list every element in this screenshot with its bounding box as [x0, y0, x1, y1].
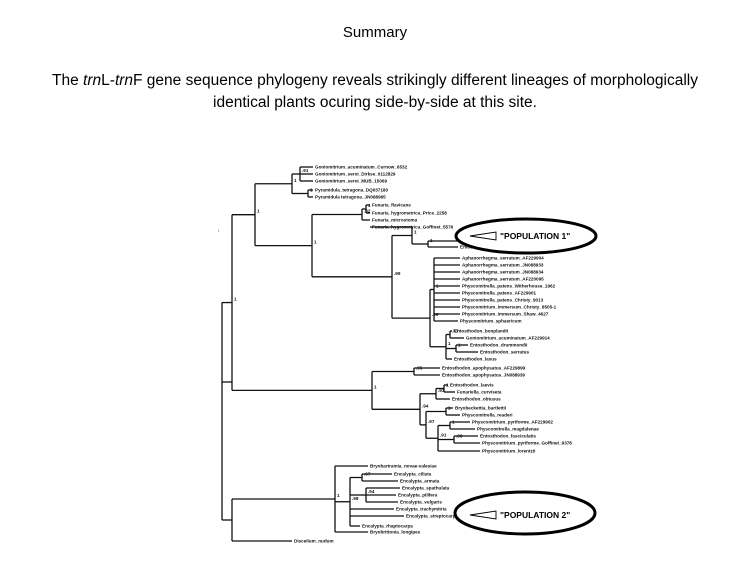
support-value: 1 [294, 178, 297, 183]
support-value: 1 [368, 203, 371, 208]
taxon-label: Funaria_flavicans [372, 203, 411, 208]
summary-part-4: F gene sequence phylogeny reveals striki… [133, 72, 698, 111]
support-value: 1 [414, 230, 417, 235]
support-value: .91 [440, 432, 447, 437]
taxon-label: Physcomitrium_immersum_Shaw_4627 [462, 312, 549, 317]
population-1-marker: "POPULATION 1" [454, 217, 598, 255]
taxon-label: Physcomitrium_pyriforme_Goffinet_9378 [482, 441, 572, 446]
support-value: .57 [452, 329, 459, 334]
taxon-label: Encalypta_ciliata [394, 472, 432, 477]
population-annotations: "POPULATION 1" "POPULATION 2" [453, 217, 598, 536]
taxon-label: Physcomitrella_patens_Christy_9013 [462, 298, 544, 303]
taxon-label: Aphanorrhegma_serratum_JN088933 [462, 263, 544, 268]
taxon-label: Entosthodon_serratus [480, 350, 529, 355]
support-value: .99 [394, 271, 401, 276]
taxon-label: Physcomitrium_immersum_Christy_8505-1 [462, 305, 557, 310]
taxon-label: Entosthodon_laxus [454, 357, 497, 362]
support-value: 1 [337, 493, 340, 498]
taxon-label: Bryobeckettia_bartlettii [455, 406, 506, 411]
taxon-label: Entosthodon_laevis [450, 383, 494, 388]
taxon-label: Goniomitrium_seroi_Dirkse_0112829 [315, 172, 396, 177]
taxon-label: Goniomitrium_seroi_MUB_15069 [315, 179, 387, 184]
taxon-label: Goniomitrium_acuminatum_Curnow_6532 [315, 165, 408, 170]
taxon-label: Goniomitrium_acuminatum_AF229914 [466, 336, 550, 341]
support-value: 1 [374, 384, 377, 389]
population-ellipse [454, 217, 598, 255]
support-value: 1 [436, 284, 439, 289]
taxon-label: Aphanorrhegma_serratum_AF229904 [462, 256, 544, 261]
support-value: .99 [432, 312, 439, 317]
taxon-label: Entosthodon_drummondii [470, 343, 527, 348]
support-value: 1 [310, 188, 313, 193]
taxon-label: Encalypta_streptocarpa [406, 514, 459, 519]
collapsed-clade-triangle [469, 510, 497, 520]
taxon-label: Physcomitrella_readeri [462, 413, 513, 418]
summary-part-2: L- [101, 72, 115, 89]
taxon-label: Physcomitrium_pyriforme_AF229902 [472, 420, 553, 425]
taxon-label: Encalypta_armata [400, 479, 440, 484]
support-value: .67 [364, 472, 371, 477]
taxon-label: Entosthodon_bonplandii [454, 329, 508, 334]
support-value: 1 [448, 406, 451, 411]
taxon-label: Disceilum_nudum [294, 539, 334, 544]
population-label: "POPULATION 2" [500, 510, 570, 520]
support-value: 1 [234, 297, 237, 302]
summary-part-0: The [52, 72, 84, 89]
support-value: 1 [458, 343, 461, 348]
support-value: .54 [368, 489, 375, 494]
taxon-label: Encalypta_pilifera [398, 493, 438, 498]
support-value: .95 [416, 366, 423, 371]
taxon-label: Physcomitrium_sphaericum [460, 319, 522, 324]
taxon-label: Entosthodon_apophysatus_AF229899 [442, 366, 526, 371]
stray-mark: : [218, 228, 220, 233]
collapsed-clade-triangle [469, 231, 497, 241]
taxon-label: Encalypta_rhaptocarpa [362, 524, 413, 529]
taxon-label: Encalypta_trachymitria [396, 507, 447, 512]
taxon-label: Physcomitrella_magdalenae [477, 427, 539, 432]
summary-part-1: trn [83, 72, 102, 89]
taxon-label: Physcomitrella_patens_AF229901 [462, 291, 536, 296]
support-value: 1 [430, 238, 433, 243]
taxon-label: Physcomitrium_lorentzii [482, 449, 535, 454]
taxon-label: Funaria_hygrometrica_Goffinet_5576 [372, 225, 454, 230]
taxon-label: Entosthodon_fasciculatis [480, 434, 536, 439]
support-value: .93 [438, 388, 445, 393]
support-value: .94 [422, 403, 429, 408]
tree-branches [221, 166, 480, 542]
taxon-label: Bryobrittonia_longipes [370, 530, 421, 535]
taxon-label: Funaria_hygrometrica_Price_2258 [372, 211, 447, 216]
taxon-label: Entosthodon_obtusus [452, 397, 501, 402]
population-2-marker: "POPULATION 2" [453, 490, 597, 536]
taxon-label: Bryobartramia_novae-valesiae [370, 464, 437, 469]
taxon-label: Entosthodon_apophysatus_JN088939 [442, 373, 525, 378]
support-value: 1 [446, 383, 449, 388]
support-value: .82 [364, 209, 371, 214]
slide-title: Summary [342, 24, 408, 41]
taxon-label: Funaria_microstoma [372, 218, 418, 223]
support-value: 1 [448, 341, 451, 346]
support-value: 1 [452, 420, 455, 425]
support-value: 1 [314, 240, 317, 245]
summary-text: The trnL-trnF gene sequence phylogeny re… [40, 70, 710, 114]
support-value: .98 [352, 496, 359, 501]
taxon-label: Aphanorrhegma_serratum_JN088934 [462, 270, 544, 275]
taxon-label: Funariella_curviseta [457, 390, 502, 395]
support-value: .97 [428, 419, 435, 424]
support-value: .91 [302, 168, 309, 173]
support-value: 1 [257, 209, 260, 214]
population-label: "POPULATION 1" [500, 231, 570, 241]
taxon-label: Pyramidula tetragona_JN088965 [315, 195, 386, 200]
population-ellipse [453, 490, 597, 536]
support-value: .98 [456, 434, 463, 439]
taxon-label: Encalypta_vulgaris [400, 500, 442, 505]
taxon-label: Encalypta_spathulata [402, 486, 450, 491]
summary-part-3: trn [114, 72, 134, 89]
taxon-label: Physcomitrella_patens_Witherhouse_1962 [462, 284, 556, 289]
taxon-label: Aphanorrhegma_serratum_AF220095 [462, 277, 544, 282]
taxon-label: Pyramidula_tetragona_DQ037180 [315, 188, 388, 193]
